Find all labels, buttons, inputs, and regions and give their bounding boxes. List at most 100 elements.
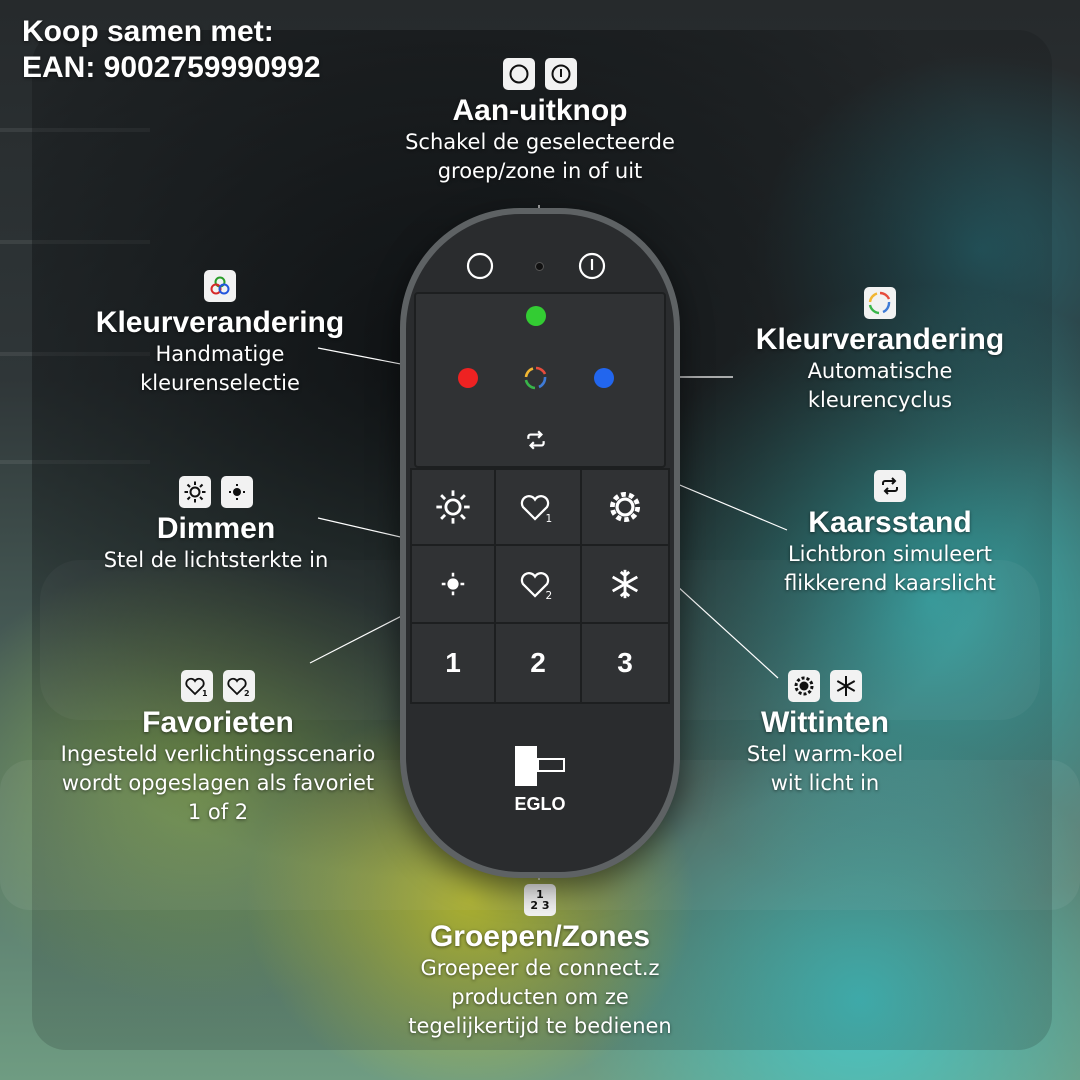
sun-bright-icon xyxy=(436,490,470,524)
groups-123-icon: 1 2 3 xyxy=(524,884,556,916)
sun-dim-icon xyxy=(221,476,253,508)
group-1-button[interactable]: 1 xyxy=(410,622,496,704)
candle-title: Kaarsstand xyxy=(808,506,972,539)
remote-control: 1 2 xyxy=(400,208,680,878)
color-auto-title: Kleurverandering xyxy=(755,323,1005,356)
groups-desc-line: tegelijkertijd te bedienen xyxy=(408,1014,672,1038)
dimming-desc: Stel de lichtsterkte in xyxy=(66,546,366,575)
annotation-favorites: 1 2 Favorieten Ingesteld verlichtingssce… xyxy=(40,670,396,827)
favorites-desc-line: 1 of 2 xyxy=(187,800,249,824)
color-auto-desc: Automatische kleurencyclus xyxy=(730,357,1030,415)
favorites-desc-line: Ingesteld verlichtingsscenario xyxy=(60,742,376,766)
dimming-title: Dimmen xyxy=(156,512,276,545)
power-desc: Schakel de geselecteerde groep/zone in o… xyxy=(360,128,720,186)
buy-together-header: Koop samen met: EAN: 9002759990992 xyxy=(22,14,321,86)
groups-desc: Groepeer de connect.z producten om ze te… xyxy=(370,954,710,1041)
white-title: Wittinten xyxy=(760,706,890,739)
white-desc-line: Stel warm-koel xyxy=(746,742,904,766)
buy-together-label: Koop samen met: xyxy=(22,15,274,48)
groups-badge-top: 1 xyxy=(536,888,544,901)
dim-up-button[interactable] xyxy=(410,468,496,546)
groups-desc-line: producten om ze xyxy=(451,985,629,1009)
white-icons xyxy=(690,670,960,702)
rgb-circles-icon xyxy=(204,270,236,302)
dimming-desc-line: Stel de lichtsterkte in xyxy=(103,548,329,572)
heart-2-sub: 2 xyxy=(244,689,250,698)
power-icons xyxy=(360,58,720,90)
power-desc-line: Schakel de geselecteerde xyxy=(405,130,675,154)
power-title: Aan-uitknop xyxy=(452,94,628,127)
favorites-desc: Ingesteld verlichtingsscenario wordt opg… xyxy=(40,740,396,827)
heart-2-sub: 2 xyxy=(546,590,553,602)
sun-bright-icon xyxy=(179,476,211,508)
color-auto-icons xyxy=(730,287,1030,319)
snowflake-icon xyxy=(611,569,639,599)
white-desc-line: wit licht in xyxy=(770,771,880,795)
warm-gear-icon xyxy=(609,491,641,523)
groups-desc-line: Groepeer de connect.z xyxy=(420,956,660,980)
eglo-logo-mark xyxy=(515,746,565,786)
color-manual-icons xyxy=(60,270,380,302)
candle-desc-line: Lichtbron simuleert xyxy=(787,542,993,566)
color-manual-desc: Handmatige kleurenselectie xyxy=(60,340,380,398)
groups-icons: 1 2 3 xyxy=(370,884,710,916)
heart-1-icon: 1 xyxy=(181,670,213,702)
favorites-title: Favorieten xyxy=(142,706,294,739)
repeat-icon xyxy=(527,430,545,450)
group-1-label: 1 xyxy=(445,647,461,678)
annotation-dimming: Dimmen Stel de lichtsterkte in xyxy=(66,476,366,575)
candle-desc-line: flikkerend kaarslicht xyxy=(784,571,996,595)
blue-color-button[interactable] xyxy=(594,368,614,388)
candle-mode-button[interactable] xyxy=(522,426,550,454)
warm-gear-icon xyxy=(788,670,820,702)
heart-1-sub: 1 xyxy=(202,689,208,698)
remote-off-button[interactable] xyxy=(464,250,496,282)
group-2-label: 2 xyxy=(530,647,546,678)
heart-1-icon: 1 xyxy=(520,495,553,525)
favorite-1-button[interactable]: 1 xyxy=(494,468,582,546)
color-cycle-icon xyxy=(864,287,896,319)
group-3-label: 3 xyxy=(617,647,633,678)
heart-2-icon: 2 xyxy=(520,572,553,602)
annotation-color-auto: Kleurverandering Automatische kleurencyc… xyxy=(730,287,1030,415)
color-auto-desc-line: Automatische xyxy=(807,359,953,383)
candle-icons xyxy=(740,470,1040,502)
group-3-button[interactable]: 3 xyxy=(580,622,670,704)
color-manual-desc-line: kleurenselectie xyxy=(140,371,300,395)
remote-on-button[interactable] xyxy=(576,250,608,282)
power-icon xyxy=(545,58,577,90)
favorite-2-button[interactable]: 2 xyxy=(494,544,582,624)
white-desc: Stel warm-koel wit licht in xyxy=(690,740,960,798)
group-2-button[interactable]: 2 xyxy=(494,622,582,704)
repeat-icon xyxy=(874,470,906,502)
heart-1-sub: 1 xyxy=(546,513,553,525)
annotation-white: Wittinten Stel warm-koel wit licht in xyxy=(690,670,960,798)
candle-desc: Lichtbron simuleert flikkerend kaarslich… xyxy=(740,540,1040,598)
color-auto-desc-line: kleurencyclus xyxy=(807,388,953,412)
snowflake-icon xyxy=(830,670,862,702)
groups-badge-bottom: 2 3 xyxy=(530,899,550,912)
color-manual-title: Kleurverandering xyxy=(95,306,345,339)
warm-white-button[interactable] xyxy=(580,468,670,546)
ean-code: EAN: 9002759990992 xyxy=(22,51,321,84)
annotation-candle: Kaarsstand Lichtbron simuleert flikkeren… xyxy=(740,470,1040,598)
heart-2-icon: 2 xyxy=(223,670,255,702)
dim-down-button[interactable] xyxy=(410,544,496,624)
color-manual-desc-line: Handmatige xyxy=(155,342,285,366)
color-cycle-button[interactable] xyxy=(522,364,550,392)
eglo-logo: EGLO xyxy=(510,744,570,824)
groups-title: Groepen/Zones xyxy=(429,920,651,953)
annotation-color-manual: Kleurverandering Handmatige kleurenselec… xyxy=(60,270,380,398)
cool-white-button[interactable] xyxy=(580,544,670,624)
favorites-desc-line: wordt opgeslagen als favoriet xyxy=(61,771,375,795)
sun-dim-icon xyxy=(441,572,465,596)
favorites-icons: 1 2 xyxy=(40,670,396,702)
red-color-button[interactable] xyxy=(458,368,478,388)
green-color-button[interactable] xyxy=(526,306,546,326)
indicator-led xyxy=(535,262,544,271)
color-cycle-icon xyxy=(524,366,547,390)
circle-off-icon xyxy=(503,58,535,90)
annotation-power: Aan-uitknop Schakel de geselecteerde gro… xyxy=(360,58,720,186)
dimming-icons xyxy=(66,476,366,508)
annotation-groups: 1 2 3 Groepen/Zones Groepeer de connect.… xyxy=(370,884,710,1041)
